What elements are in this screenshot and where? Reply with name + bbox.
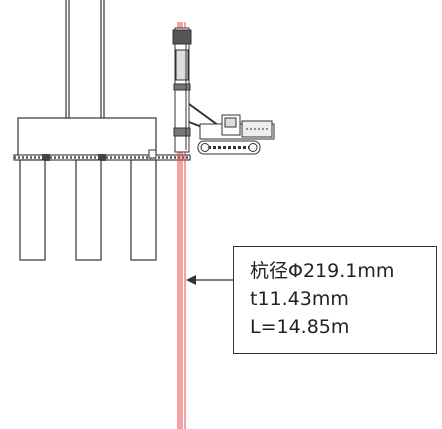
rig-mast-head	[172, 29, 192, 45]
pile-diameter-label: 杭径Φ219.1mm	[250, 260, 395, 282]
ground-platform	[13, 149, 191, 161]
rig-sprocket-rear	[248, 143, 258, 152]
platform-pad-left	[42, 154, 50, 161]
pile-thickness-label: t11.43mm	[250, 288, 349, 310]
pile-cap	[17, 117, 157, 157]
pile-length-label: L=14.85m	[250, 316, 350, 338]
rig-sprocket-front	[200, 143, 210, 152]
rig-engine	[241, 120, 273, 138]
existing-pile-3	[130, 159, 157, 261]
existing-pile-2	[75, 159, 102, 261]
existing-piles	[19, 159, 157, 261]
rig-mast-clamp-lower	[173, 127, 191, 137]
callout-leader	[186, 275, 233, 285]
rig-mast-clamp-upper	[173, 83, 191, 91]
upper-columns	[65, 0, 105, 118]
existing-pile-1	[19, 159, 46, 261]
rig-mast-rotary	[175, 49, 189, 81]
pile-spec-callout: 杭径Φ219.1mm t11.43mm L=14.85m	[233, 246, 437, 354]
platform-pad-mid	[98, 154, 106, 161]
rig-cab-window	[224, 117, 237, 128]
platform-pad-right	[148, 149, 157, 159]
crawler-pile-driver-icon	[172, 27, 275, 155]
leader-arrowhead	[186, 275, 196, 285]
